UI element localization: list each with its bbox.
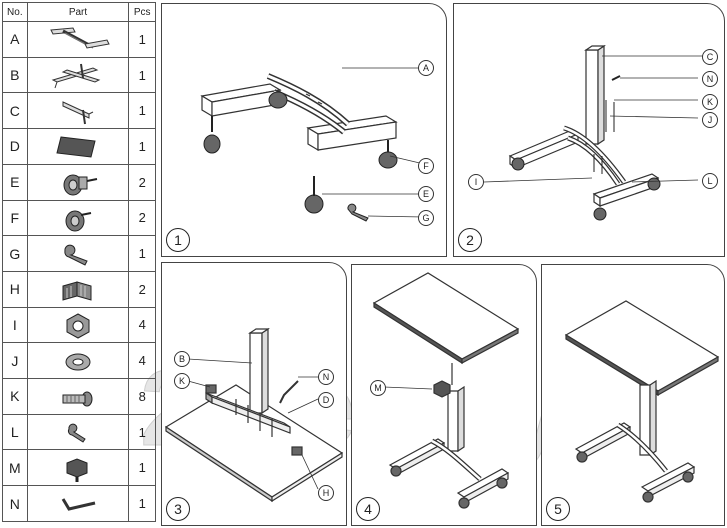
part-qty: 2 [128,163,156,201]
step-4-panel: M 4 [351,264,537,526]
header-no: No. [2,2,28,22]
part-letter: E [2,163,28,201]
header-part: Part [26,2,130,22]
table-row: N 1 [2,485,156,522]
step-2-illustration [483,44,712,221]
part-qty: 1 [128,485,156,522]
part-qty: 1 [128,56,156,94]
table-row: C 1 [2,92,156,130]
part-qty: 1 [128,235,156,272]
table-row: D 1 [2,128,156,165]
column-icon [62,100,94,124]
tabletop-bracket-icon [51,63,101,89]
callout-n: N [702,71,718,87]
part-qty: 1 [128,413,156,451]
step-1-panel: A F E G 1 [161,3,447,257]
part-letter: H [2,270,28,308]
step-4-illustration [372,272,520,509]
table-row: J 4 [2,342,156,380]
part-letter: B [2,56,28,94]
callout-n: N [318,369,334,385]
table-row: K 8 [2,378,156,415]
part-qty: 1 [128,21,156,58]
table-row: H 2 [2,270,156,308]
step-number-3: 3 [166,497,190,521]
step-number-1: 1 [166,228,190,252]
end-cap-icon [62,281,92,301]
step-number-5: 5 [546,497,570,521]
part-letter: G [2,235,28,272]
washer-icon [65,353,91,371]
nut-icon [66,313,90,339]
part-qty: 4 [128,342,156,380]
part-letter: J [2,342,28,380]
callout-f: F [418,158,434,174]
part-letter: I [2,306,28,344]
bolt-icon [62,391,93,407]
step-5-illustration [564,300,720,503]
table-row: B 1 [2,56,156,94]
callout-j: J [702,112,718,128]
part-qty: 4 [128,306,156,344]
step-number-4: 4 [356,497,380,521]
part-qty: 8 [128,378,156,415]
step-2-panel: C N K J I L 2 [453,3,725,257]
part-qty: 1 [128,92,156,130]
small-wrench-icon [67,423,86,443]
step-3-panel: B K N D H 3 [161,262,347,526]
callout-c: C [702,49,718,65]
callout-i: I [468,174,484,190]
callout-a: A [418,60,434,76]
step-3-illustration [164,327,344,503]
table-row: E 2 [2,163,156,201]
callout-h: H [318,485,334,501]
part-qty: 1 [128,449,156,487]
allen-key-icon [61,497,96,511]
caster-icon [65,210,92,232]
callout-k: K [174,373,190,389]
part-qty: 2 [128,199,156,237]
table-row: I 4 [2,306,156,344]
callout-b: B [174,351,190,367]
table-row: G 1 [2,235,156,272]
callout-k: K [702,94,718,110]
callout-l: L [702,173,718,189]
callout-d: D [318,392,334,408]
header-pcs: Pcs [128,2,156,22]
table-row: L 1 [2,413,156,451]
table-row: M 1 [2,449,156,487]
tabletop-icon [56,136,96,159]
knob-icon [66,458,88,482]
part-letter: F [2,199,28,237]
part-letter: L [2,413,28,451]
part-letter: K [2,378,28,415]
part-letter: D [2,128,28,165]
callout-e: E [418,186,434,202]
parts-table-header: No. Part Pcs [2,2,156,22]
wrench-icon [64,244,88,266]
part-letter: C [2,92,28,130]
step-1-illustration [200,67,425,222]
part-qty: 2 [128,270,156,308]
table-row: F 2 [2,199,156,237]
parts-table: No. Part Pcs A 1 B 1 C 1 D 1 E 2 F 2 G 1… [2,2,156,522]
braked-caster-icon [63,174,98,196]
step-number-2: 2 [458,228,482,252]
table-row: A 1 [2,21,156,58]
base-frame-icon [50,27,110,49]
callout-m: M [370,380,386,396]
callout-g: G [418,210,434,226]
step-5-panel: 5 [541,264,725,526]
part-qty: 1 [128,128,156,165]
part-letter: A [2,21,28,58]
part-letter: N [2,485,28,522]
part-letter: M [2,449,28,487]
